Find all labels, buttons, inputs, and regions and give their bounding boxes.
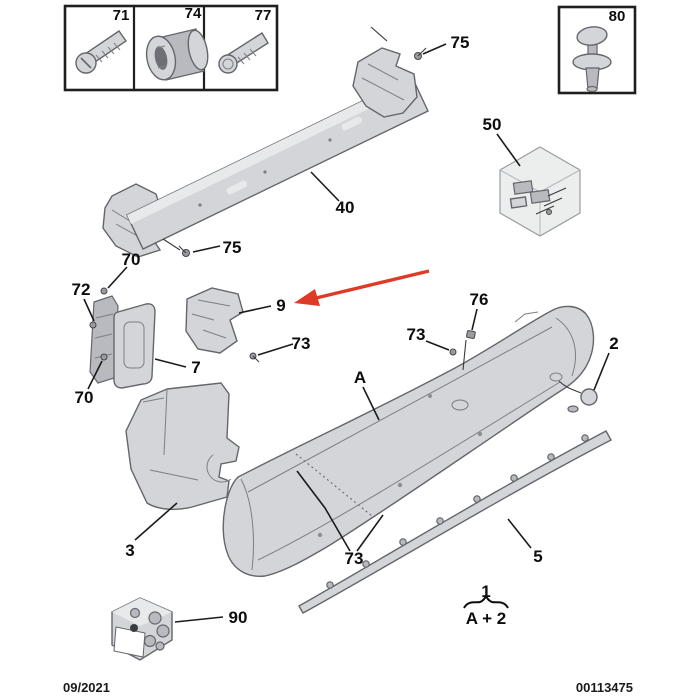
leader-A: [362, 386, 380, 421]
callout-77: 77: [255, 7, 272, 24]
part-77-bolt: [218, 32, 269, 74]
leader-9: [238, 305, 272, 314]
leader-90: [174, 616, 224, 623]
bumper-corner-seam: [295, 453, 373, 517]
leader-2: [593, 352, 610, 391]
callout-80: 80: [609, 8, 626, 25]
part-90-sensor-kit: [111, 597, 173, 661]
screw-70-bottom: [100, 353, 108, 361]
part-9-bracket: [185, 287, 244, 354]
part-5-lower-trim: [298, 430, 612, 614]
beam-slot: [226, 180, 248, 195]
legend-bottom: A + 2: [466, 609, 506, 628]
part-80-rivet: [572, 26, 612, 93]
leader-70-top: [107, 266, 128, 289]
callout-9: 9: [276, 296, 285, 315]
callout-73-mid: 73: [407, 325, 426, 344]
screw-70-top: [100, 287, 108, 295]
callout-75-top: 75: [451, 33, 470, 52]
callout-70-bottom: 70: [75, 388, 94, 407]
leader-75-bottom: [192, 245, 221, 253]
leader-73-bottom-a: [296, 470, 351, 552]
leader-73-bottom-b: [356, 514, 384, 552]
screw-73-mid: [449, 348, 457, 356]
footer-doc-number: 00113475: [576, 680, 633, 695]
callout-2: 2: [609, 334, 618, 353]
part-A-bumper: [222, 305, 595, 577]
leader-75-top: [422, 43, 447, 55]
callout-50: 50: [483, 115, 502, 134]
leader-7: [154, 358, 187, 368]
clip-72: [89, 321, 97, 329]
legend-assembly-note: 1 A + 2: [463, 582, 509, 628]
leader-40: [310, 171, 340, 202]
part-3-corner-piece: [125, 382, 240, 510]
leader-50: [496, 133, 521, 167]
callout-7: 7: [191, 358, 200, 377]
callout-3: 3: [125, 541, 134, 560]
callout-70-top: 70: [122, 250, 141, 269]
screw-73-left: [249, 352, 260, 363]
red-highlight-arrow: [294, 269, 430, 306]
leader-76: [471, 308, 478, 331]
footer-date: 09/2021: [63, 680, 110, 695]
part-74-grommet: [145, 28, 209, 81]
leader-73-mid: [425, 340, 450, 351]
leader-73-left: [257, 343, 294, 356]
callout-71: 71: [113, 7, 130, 24]
kit-cube-parts: [509, 180, 567, 215]
inset-clip-box: 80: [557, 5, 637, 95]
inset-fastener-box: 71 74 77: [63, 4, 279, 92]
pin-76-line: [462, 339, 467, 371]
leader-70-bottom: [87, 360, 103, 390]
callout-73-left: 73: [292, 334, 311, 353]
callout-90: 90: [229, 608, 248, 627]
callout-74: 74: [185, 5, 202, 22]
clip-76: [466, 330, 476, 339]
callout-75-bottom: 75: [223, 238, 242, 257]
leader-3: [134, 502, 178, 541]
legend-top: 1: [481, 582, 490, 601]
part-71-screw: [75, 30, 127, 74]
callout-A: A: [354, 368, 366, 387]
screw-75-bottom: [178, 245, 190, 257]
part-7-bracket: [89, 295, 156, 389]
part-40-crossmember: [102, 47, 429, 258]
part-2-cap: [549, 372, 598, 413]
screw-75-top: [414, 47, 427, 60]
inset-kit-box: 50: [483, 115, 581, 237]
beam-slot: [341, 116, 363, 131]
leader-75-axis: [370, 26, 388, 42]
beam-right-bracket: [352, 47, 418, 118]
legend-brace: [463, 593, 509, 609]
callout-72: 72: [72, 280, 91, 299]
callout-40: 40: [336, 198, 355, 217]
leader-72: [83, 298, 95, 322]
leader-75-bottom-axis: [162, 238, 181, 251]
callout-76: 76: [470, 290, 489, 309]
callout-73-bottom: 73: [345, 549, 364, 568]
callout-5: 5: [533, 547, 542, 566]
leader-5: [507, 518, 532, 549]
